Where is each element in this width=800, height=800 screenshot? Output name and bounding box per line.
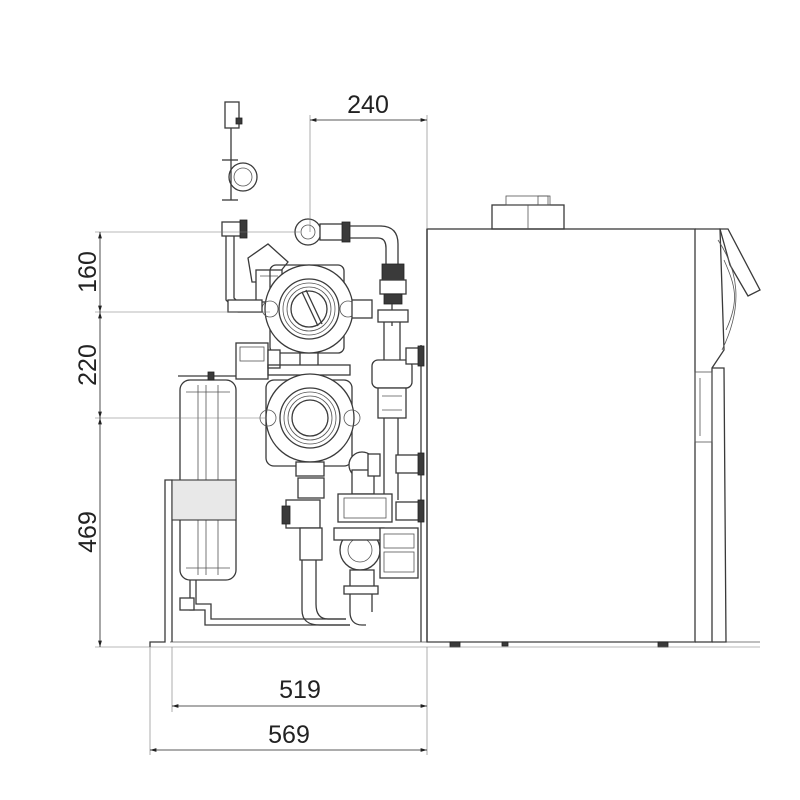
dimension-lower-height: 469: [74, 418, 102, 647]
dimension-upper-height: 160: [74, 232, 102, 312]
circulation-pump: [333, 527, 419, 626]
dimension-label-middle-height: 220: [74, 344, 102, 386]
control-box: [235, 342, 281, 380]
right-riser: [371, 322, 425, 523]
mixing-valve: [281, 451, 393, 626]
dimension-top-width: 240: [310, 91, 427, 122]
dimension-label-overall-width: 569: [268, 721, 310, 749]
dimension-label-upper-height: 160: [74, 251, 102, 293]
dimension-label-top-width: 240: [347, 91, 389, 119]
upper-pipe: [294, 218, 409, 326]
dimension-label-inner-width: 519: [279, 676, 321, 704]
safety-group: [221, 101, 289, 313]
dimension-inner-width: 519: [172, 676, 427, 708]
upper-flange: [227, 264, 373, 365]
module-frame: [149, 229, 760, 648]
dimension-middle-height: 220: [74, 312, 102, 418]
expansion-vessel: [171, 371, 350, 626]
boiler-body: [426, 195, 761, 648]
lower-flange: [259, 364, 361, 477]
dimension-overall-width: 569: [150, 721, 427, 752]
extension-lines: [95, 115, 428, 755]
dimension-label-lower-height: 469: [74, 511, 102, 553]
